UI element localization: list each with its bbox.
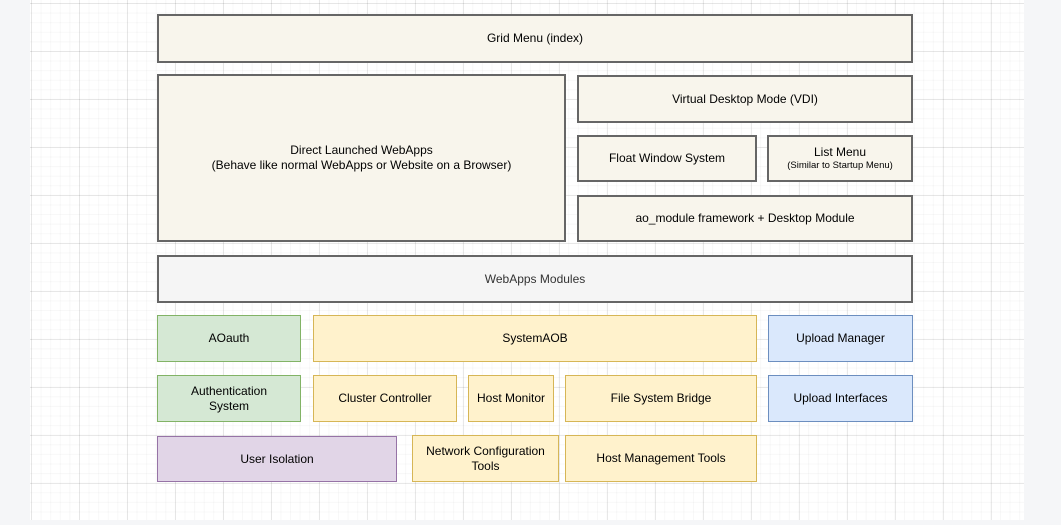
node-upload-manager: Upload Manager xyxy=(768,315,913,362)
node-list-menu-title: List Menu xyxy=(813,145,867,159)
node-upload-manager-label: Upload Manager xyxy=(796,331,885,345)
node-systemaob: SystemAOB xyxy=(313,315,757,362)
node-host-monitor-label: Host Monitor xyxy=(476,391,546,405)
node-webapps-modules: WebApps Modules xyxy=(157,255,913,303)
node-user-isolation-label: User Isolation xyxy=(240,451,314,466)
node-grid-menu: Grid Menu (index) xyxy=(157,14,913,63)
node-virtual-desktop-mode-label: Virtual Desktop Mode (VDI) xyxy=(672,91,818,106)
node-host-management-tools-label: Host Management Tools xyxy=(596,451,726,465)
node-file-system-bridge-label: File System Bridge xyxy=(610,391,712,405)
node-aoauth: AOauth xyxy=(157,315,301,362)
node-upload-interfaces: Upload Interfaces xyxy=(768,375,913,422)
node-list-menu: List Menu (Similar to Startup Menu) xyxy=(767,135,913,182)
node-host-management-tools: Host Management Tools xyxy=(565,435,757,482)
node-direct-launched-webapps: Direct Launched WebApps (Behave like nor… xyxy=(157,74,566,242)
node-upload-interfaces-label: Upload Interfaces xyxy=(793,391,888,405)
node-systemaob-label: SystemAOB xyxy=(502,331,568,345)
diagram-grid-canvas: Grid Menu (index) Direct Launched WebApp… xyxy=(30,0,1024,520)
node-aoauth-label: AOauth xyxy=(208,331,250,345)
node-ao-module-framework: ao_module framework + Desktop Module xyxy=(577,195,913,242)
node-webapps-modules-label: WebApps Modules xyxy=(484,271,586,286)
node-authentication-system-label: Authentication System xyxy=(190,383,268,413)
node-float-window-system-label: Float Window System xyxy=(608,151,726,165)
node-authentication-system: Authentication System xyxy=(157,375,301,422)
node-network-configuration-tools-label: Network Configuration Tools xyxy=(426,443,545,473)
node-host-monitor: Host Monitor xyxy=(468,375,554,422)
node-network-configuration-tools: Network Configuration Tools xyxy=(412,435,559,482)
node-cluster-controller: Cluster Controller xyxy=(313,375,457,422)
node-ao-module-framework-label: ao_module framework + Desktop Module xyxy=(635,211,855,225)
node-direct-launched-webapps-line2: (Behave like normal WebApps or Website o… xyxy=(211,158,512,172)
node-direct-launched-webapps-line1: Direct Launched WebApps xyxy=(290,143,433,157)
node-user-isolation: User Isolation xyxy=(157,436,397,482)
node-virtual-desktop-mode: Virtual Desktop Mode (VDI) xyxy=(577,75,913,123)
node-grid-menu-label: Grid Menu (index) xyxy=(486,31,584,45)
node-float-window-system: Float Window System xyxy=(577,135,757,182)
node-file-system-bridge: File System Bridge xyxy=(565,375,757,422)
node-list-menu-subtitle: (Similar to Startup Menu) xyxy=(787,160,893,171)
node-cluster-controller-label: Cluster Controller xyxy=(338,391,432,405)
